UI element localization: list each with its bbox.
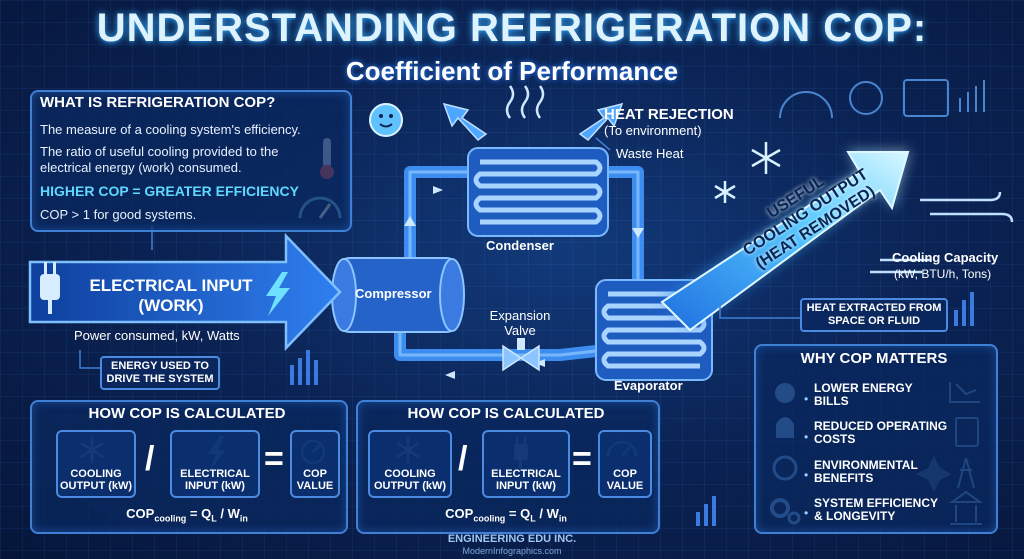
- expansion-valve-icon: [502, 338, 540, 372]
- what-is-cop-line2: The ratio of useful cooling provided to …: [40, 144, 279, 175]
- cop-rule: COP > 1 for good systems.: [40, 207, 197, 222]
- snowflake-face-icon: [369, 103, 403, 137]
- electrical-input-box: ELECTRICAL INPUT (kW): [170, 430, 260, 498]
- to-environment-label: (To environment): [604, 123, 702, 138]
- electrical-input-label: ELECTRICAL INPUT (WORK): [89, 276, 253, 315]
- equals-operator-2: =: [572, 440, 592, 478]
- cooling-output-box-label: COOLING OUTPUT (kW): [59, 468, 133, 492]
- equals-operator: =: [264, 440, 284, 478]
- calc-panel-1-heading: HOW COP IS CALCULATED: [88, 405, 286, 422]
- cop-value-box-2-label: COP VALUE: [606, 468, 644, 492]
- formula-2-w-sub: in: [558, 513, 567, 524]
- cooling-output-box: COOLING OUTPUT (kW): [56, 430, 136, 498]
- formula-cop: COP: [126, 506, 155, 521]
- cop-value-box-2: COP VALUE: [598, 430, 652, 498]
- heat-rejection-arrows: [442, 102, 624, 142]
- electrical-input-box-2-label: ELECTRICAL INPUT (kW): [491, 468, 561, 492]
- cooling-output-box-2: COOLING OUTPUT (kW): [368, 430, 452, 498]
- why-item-environmental: ENVIRONMENTAL BENEFITS: [814, 458, 918, 485]
- electrical-input-box-label: ELECTRICAL INPUT (kW): [180, 468, 250, 492]
- waste-heat-label: Waste Heat: [616, 146, 684, 161]
- cop-value-box: COP VALUE: [290, 430, 340, 498]
- why-cop-heading: WHY COP MATTERS: [800, 350, 948, 367]
- electrical-input-box-2: ELECTRICAL INPUT (kW): [482, 430, 570, 498]
- heat-extracted-tag: HEAT EXTRACTED FROM SPACE OR FLUID: [800, 298, 948, 332]
- formula-w-sub: in: [239, 513, 248, 524]
- wind-icon: [870, 191, 1014, 274]
- condenser-coil: [467, 147, 609, 237]
- electrical-input-arrow: [28, 232, 342, 352]
- what-is-cop-panel: [30, 90, 352, 232]
- what-is-cop-line1: The measure of a cooling system's effici…: [40, 122, 301, 137]
- formula-2-q-sub: L: [530, 513, 536, 524]
- evaporator-label: Evaporator: [614, 378, 683, 393]
- why-cop-panel: [754, 344, 998, 534]
- higher-cop-highlight: HIGHER COP = GREATER EFFICIENCY: [40, 183, 299, 199]
- formula-q-sub: L: [211, 513, 217, 524]
- power-consumed-label: Power consumed, kW, Watts: [74, 328, 240, 343]
- why-item-efficiency: SYSTEM EFFICIENCY & LONGEVITY: [814, 496, 938, 523]
- plug-icon: [40, 262, 60, 314]
- lightning-icon: [266, 272, 290, 316]
- divide-operator-2: /: [458, 440, 468, 478]
- flow-arrows: [404, 186, 644, 379]
- formula-2-q: = Q: [505, 506, 531, 521]
- footer-org: ENGINEERING EDU INC.: [447, 533, 577, 545]
- formula-2-cop: COP: [445, 506, 474, 521]
- formula-w: / W: [216, 506, 240, 521]
- why-item-reduced-costs: REDUCED OPERATING COSTS: [814, 419, 948, 446]
- snowflake-icon: [714, 142, 781, 203]
- page-subtitle: Coefficient of Performance: [345, 56, 679, 86]
- formula-2-cop-sub: cooling: [473, 513, 506, 524]
- formula-cop-sub: cooling: [154, 513, 187, 524]
- what-is-cop-heading: WHAT IS REFRIGERATION COP?: [40, 94, 276, 111]
- bar-chart-icon: [290, 292, 974, 526]
- formula-2-w: / W: [535, 506, 559, 521]
- heat-rejection-label: HEAT REJECTION: [604, 106, 734, 123]
- cooling-capacity-title: Cooling Capacity: [892, 250, 999, 265]
- compressor-label: Compressor: [355, 286, 432, 301]
- divide-operator: /: [145, 440, 155, 478]
- why-item-lower-bills: LOWER ENERGY BILLS: [814, 381, 913, 408]
- footer-site: ModernInfographics.com: [462, 546, 562, 556]
- heat-waves-icon: [505, 85, 545, 119]
- cop-formula-2: COPcooling = QL / Win: [356, 506, 656, 524]
- cooling-output-box-2-label: COOLING OUTPUT (kW): [373, 468, 447, 492]
- cop-value-box-label: COP VALUE: [296, 468, 334, 492]
- cooling-capacity-units: (kW, BTU/h, Tons): [894, 267, 992, 281]
- cop-formula: COPcooling = QL / Win: [30, 506, 344, 524]
- energy-used-tag: ENERGY USED TO DRIVE THE SYSTEM: [100, 356, 220, 390]
- page-title: UNDERSTANDING REFRIGERATION COP:: [96, 6, 928, 50]
- gauge-cluster-icon: [779, 79, 985, 119]
- cooling-output-arrow: [660, 150, 910, 332]
- condenser-label: Condenser: [486, 238, 554, 253]
- calc-panel-2-heading: HOW COP IS CALCULATED: [407, 405, 605, 422]
- compressor-body: [331, 257, 465, 333]
- bullet-dots: ••••: [804, 392, 809, 520]
- expansion-valve-label: Expansion Valve: [489, 308, 551, 338]
- formula-q: = Q: [186, 506, 212, 521]
